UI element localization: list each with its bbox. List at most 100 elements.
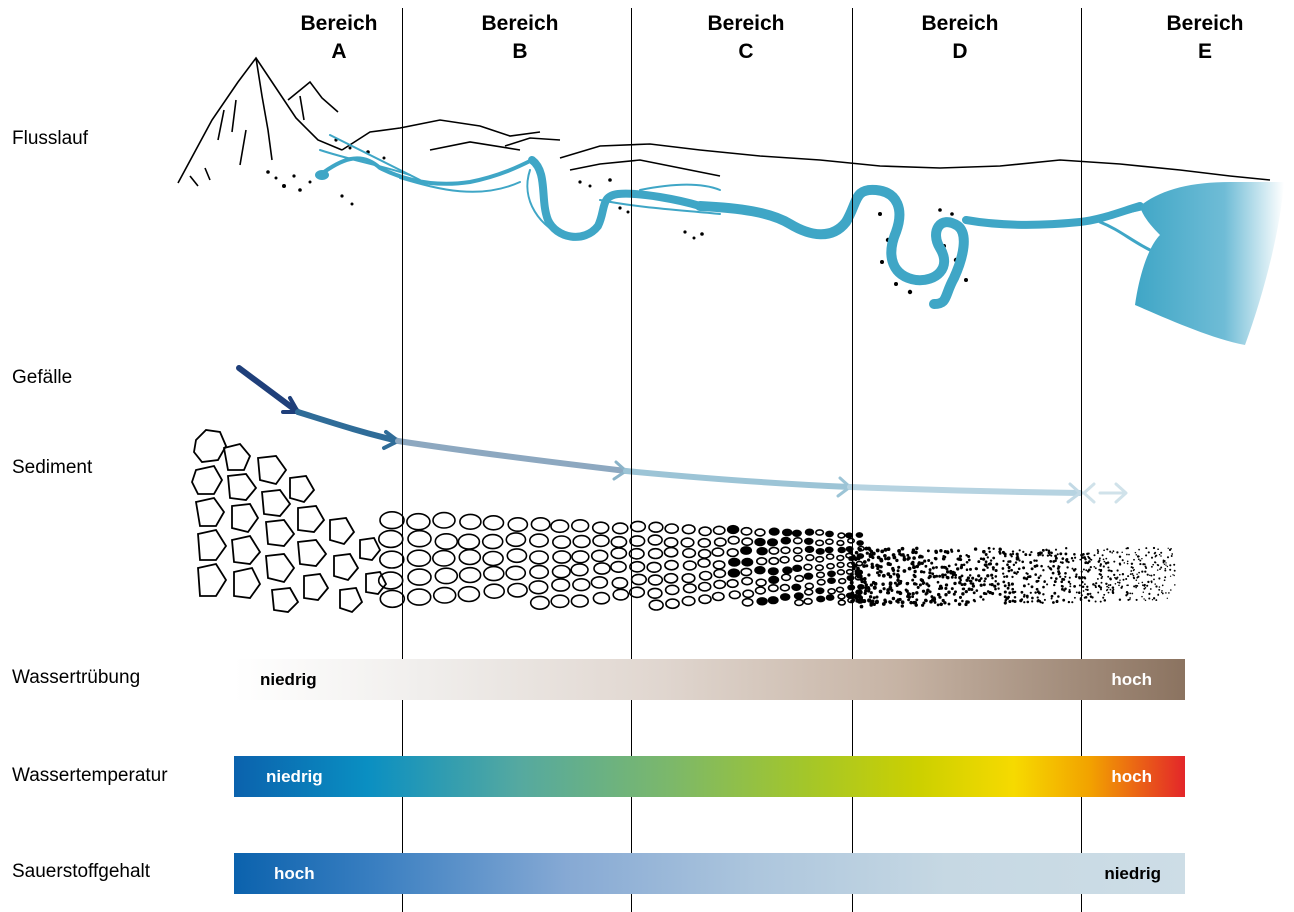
sand-grain — [1035, 587, 1039, 591]
sand-grain — [1152, 597, 1156, 600]
pebble — [697, 537, 712, 548]
sand-grain — [888, 582, 893, 587]
sand-grain — [1069, 585, 1072, 588]
sand-grain — [975, 589, 979, 592]
sand-grain — [977, 560, 981, 564]
sand-grain — [931, 566, 935, 570]
pebble — [681, 572, 696, 584]
sand-grain — [1070, 556, 1074, 560]
sand-grain — [1166, 556, 1170, 559]
pebble — [755, 556, 768, 566]
pebble — [591, 521, 610, 535]
sand-grain — [854, 572, 858, 576]
pebble — [825, 538, 834, 546]
sand-grain — [871, 551, 876, 556]
sand-grain — [875, 595, 879, 599]
sand-grain — [1052, 601, 1055, 604]
sand-grain — [1042, 569, 1045, 572]
sand-grain — [1037, 590, 1040, 593]
sand-grain — [986, 556, 989, 559]
sand-grain — [863, 580, 867, 585]
sand-grain — [862, 599, 867, 604]
pebble — [826, 562, 835, 570]
sand-grain — [994, 580, 997, 583]
sand-grain — [888, 600, 892, 604]
sand-grain — [967, 554, 971, 559]
sand-grain — [982, 583, 986, 587]
sand-grain — [1143, 563, 1146, 566]
pebble — [713, 568, 727, 579]
sand-grain — [1135, 579, 1138, 581]
pebble — [754, 586, 767, 595]
sand-grain — [1170, 589, 1172, 591]
pebble — [740, 526, 753, 536]
sand-grain — [971, 576, 975, 580]
sand-grain — [1144, 586, 1147, 589]
sand-grain — [1100, 577, 1103, 580]
sand-grain — [1130, 570, 1133, 572]
sand-grain — [931, 597, 935, 602]
sand-grain — [1150, 574, 1153, 577]
pebble — [610, 547, 628, 560]
sand-grain — [853, 593, 858, 599]
pebble — [780, 573, 792, 582]
sand-grain — [972, 591, 976, 595]
sand-grain — [1061, 561, 1064, 564]
sand-grain — [1129, 573, 1132, 575]
pebble — [698, 570, 713, 581]
pebble — [793, 554, 804, 563]
sand-grain — [1103, 599, 1107, 602]
sand-grain — [951, 570, 955, 574]
pebble — [856, 540, 864, 546]
sand-grain — [1114, 576, 1116, 579]
sand-grain — [1086, 585, 1089, 588]
sand-grain — [869, 601, 874, 606]
sand-grain — [884, 557, 888, 561]
sand-grain — [891, 568, 896, 572]
sand-grain — [1047, 565, 1050, 568]
sand-grain — [902, 569, 907, 573]
pebble — [697, 581, 712, 592]
sand-grain — [930, 595, 934, 599]
sand-grain — [959, 565, 964, 570]
pebble — [814, 529, 825, 536]
pebble — [590, 576, 609, 589]
sand-grain — [1099, 564, 1102, 567]
pebble — [756, 546, 768, 556]
sand-grain — [1131, 572, 1134, 575]
sand-grain — [1138, 548, 1140, 551]
sand-grain — [1029, 561, 1033, 564]
sand-grain — [1101, 575, 1104, 578]
sand-grain — [1018, 559, 1021, 562]
sand-grain — [1010, 568, 1013, 572]
pebble — [407, 529, 432, 548]
sand-grain — [1097, 591, 1100, 594]
sand-grain — [1105, 582, 1108, 586]
sand-grain — [1006, 586, 1010, 590]
pebble — [741, 576, 754, 586]
sand-grain — [865, 564, 869, 568]
pebble — [779, 593, 791, 601]
sand-grain — [941, 556, 946, 561]
sand-grain — [877, 573, 881, 577]
sand-grain — [1003, 552, 1006, 555]
pebble — [767, 567, 779, 576]
pebble — [827, 587, 836, 595]
pebble — [629, 520, 647, 533]
sand-grain — [870, 562, 874, 566]
sand-grain — [878, 569, 882, 573]
sand-grain — [1150, 556, 1154, 559]
sand-grain — [1146, 573, 1149, 576]
zone-word: Bereich — [707, 12, 785, 35]
sand-grain — [1099, 600, 1102, 603]
pebble — [665, 598, 680, 610]
sand-grain — [1056, 553, 1059, 556]
pebble — [740, 567, 753, 577]
sand-grain — [954, 590, 957, 594]
sediment-sand — [848, 546, 1176, 609]
sand-grain — [956, 567, 960, 571]
sand-grain — [1150, 565, 1153, 568]
sand-grain — [1017, 567, 1021, 571]
pebble — [481, 533, 504, 550]
sand-grain — [979, 583, 983, 587]
